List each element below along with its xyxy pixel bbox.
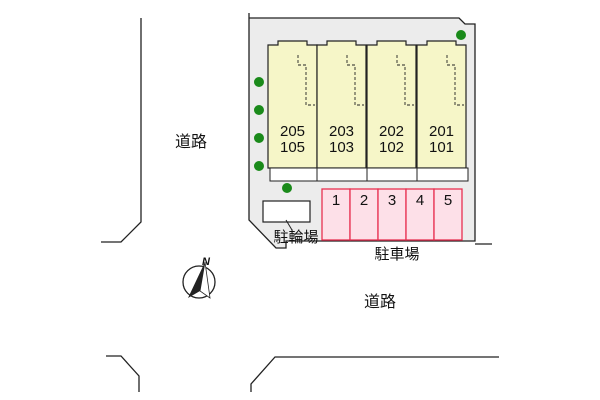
- unit-number-upper: 203: [329, 123, 354, 140]
- unit-outline: [416, 40, 467, 169]
- compass-needle-highlight: [199, 261, 211, 299]
- road-edges: [101, 18, 499, 392]
- unit-number-upper: 202: [379, 123, 404, 140]
- balcony-outline: [446, 55, 464, 106]
- compass-north-label: N: [202, 256, 211, 268]
- unit-number-lower: 105: [280, 139, 305, 156]
- parking-space-number: 5: [444, 192, 452, 209]
- parking-space-outline: [377, 188, 407, 241]
- unit-number-lower: 101: [429, 139, 454, 156]
- unit-number-lower: 103: [329, 139, 354, 156]
- parking-space-number: 1: [332, 192, 340, 209]
- unit-outline: [366, 40, 417, 169]
- unit-number-lower: 102: [379, 139, 404, 156]
- bicycle-parking-label: 駐輪場: [273, 229, 318, 246]
- balcony-outline: [346, 55, 364, 106]
- parking-space: 4: [405, 188, 435, 241]
- unit-outline: [316, 40, 367, 169]
- road-label-south: 道路: [364, 293, 396, 311]
- southeast-corner-edge: [250, 356, 499, 392]
- bicycle-parking-rack: [262, 200, 311, 223]
- balcony-outline: [396, 55, 414, 106]
- tree-icon: [282, 183, 292, 193]
- building-front-step: [269, 167, 469, 182]
- parking-area: 1 2 3 4 5: [321, 188, 463, 241]
- parking-space-outline: [405, 188, 435, 241]
- balcony-outline: [297, 55, 315, 106]
- parking-space-outline: [433, 188, 463, 241]
- bicycle-parking-leader: [285, 219, 293, 231]
- unit-number-upper: 201: [429, 123, 454, 140]
- parking-label: 駐車場: [374, 246, 419, 263]
- tree-icon: [254, 133, 264, 143]
- southwest-corner-edge: [106, 355, 140, 392]
- parking-space-number: 4: [416, 192, 424, 209]
- trees: [254, 30, 466, 193]
- parking-space: 3: [377, 188, 407, 241]
- tree-icon: [254, 77, 264, 87]
- unit-number-upper: 205: [280, 123, 305, 140]
- north-compass: N: [182, 256, 216, 299]
- tree-icon: [254, 161, 264, 171]
- parking-space: 1: [321, 188, 351, 241]
- parking-space: 5: [433, 188, 463, 241]
- west-road-edge: [101, 18, 142, 243]
- parking-space: 2: [349, 188, 379, 241]
- tree-icon: [456, 30, 466, 40]
- parking-space-number: 3: [388, 192, 396, 209]
- tree-icon: [254, 105, 264, 115]
- parking-space-number: 2: [360, 192, 368, 209]
- road-label-west: 道路: [175, 133, 207, 151]
